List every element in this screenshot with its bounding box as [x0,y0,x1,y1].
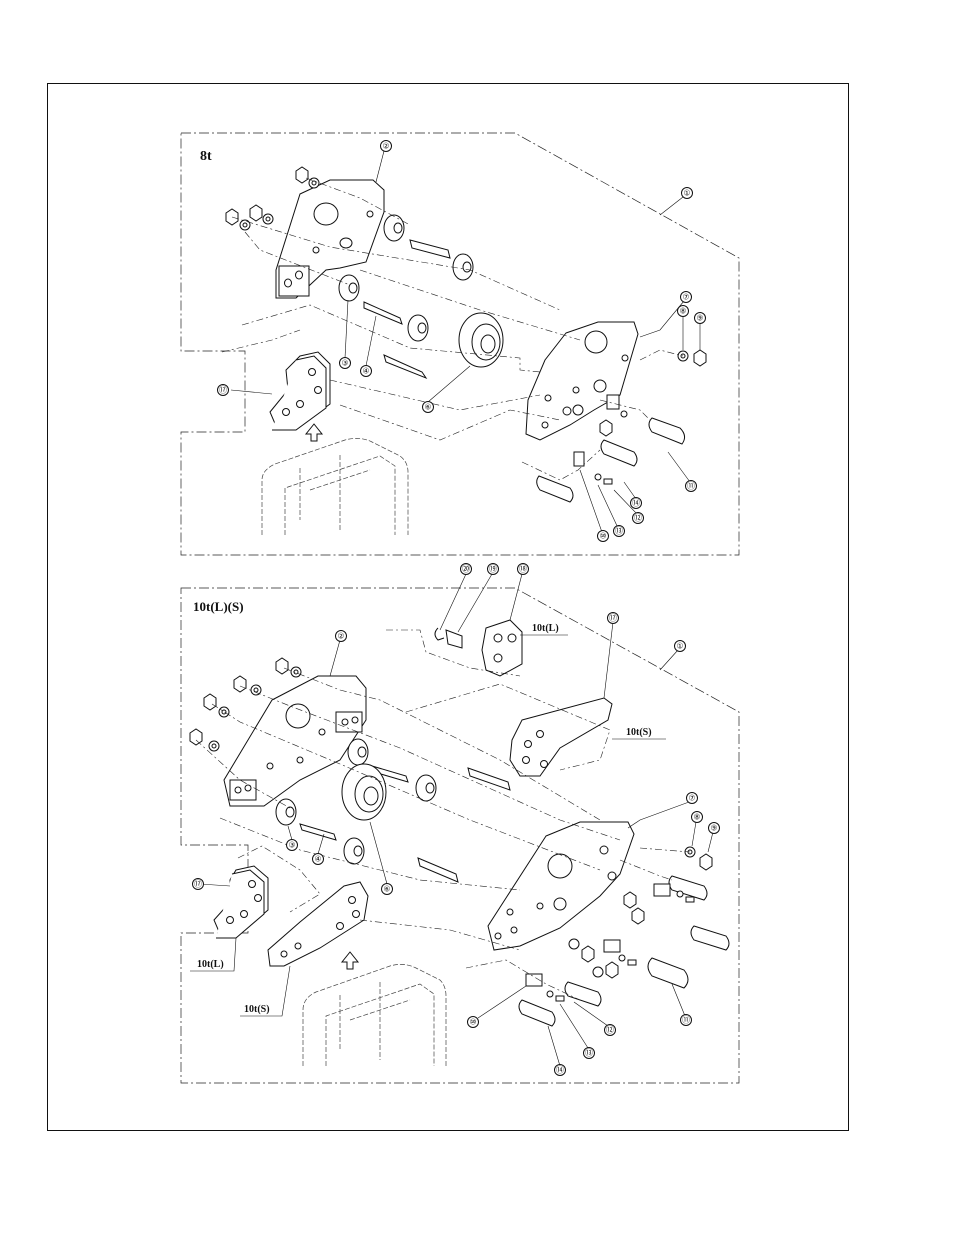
plate-7 [526,322,638,440]
variant-label-10tS-left: 10t(S) [244,1004,270,1015]
variant-label-10tL-top: 10t(L) [532,623,559,634]
up-arrow [306,424,322,441]
callout-2: ② [336,631,347,642]
callout-11: ⑪ [681,1015,692,1026]
svg-text:③: ③ [288,841,295,850]
svg-text:①: ① [683,189,690,198]
callout-9: ⑨ [695,313,706,324]
callout-4: ④ [361,366,372,377]
svg-text:⑦: ⑦ [688,794,695,803]
plate-7-10t [488,822,634,950]
callout-1: ① [682,188,693,199]
svg-text:⑭: ⑭ [556,1066,564,1075]
svg-text:⑨: ⑨ [696,314,703,323]
svg-text:④: ④ [314,855,321,864]
callout-12: ⑫ [633,513,644,524]
callout-17-left: ⑰ [193,879,204,890]
callout-18: ⑱ [518,564,529,575]
up-arrow [342,952,358,969]
machine-outline-10t [303,964,446,1066]
svg-text:⑱: ⑱ [519,565,527,574]
svg-text:⑥: ⑥ [383,885,390,894]
callout-20: ⑳ [461,564,472,575]
callout-11: ⑪ [686,481,697,492]
variant-labels: 10t(L) 10t(S) 10t(L) 10t(S) [190,623,666,1016]
callout-6: ⑥ [423,402,434,413]
svg-text:⑲: ⑲ [489,565,497,574]
svg-text:⑰: ⑰ [609,614,617,623]
svg-text:⑰: ⑰ [219,386,227,395]
diagram-10t: 10t(L)(S) [181,564,739,1084]
callout-leaders-10t [200,574,713,1066]
plate-2 [276,180,384,298]
svg-text:⑳: ⑳ [462,565,470,574]
callout-8: ⑧ [678,306,689,317]
callout-3: ③ [287,840,298,851]
callout-19: ⑲ [488,564,499,575]
svg-text:⑧: ⑧ [693,813,700,822]
callout-6: ⑥ [382,884,393,895]
callout-17: ⑰ [218,385,229,396]
callout-4: ④ [313,854,324,865]
variant-label-10tS-top: 10t(S) [626,727,652,738]
svg-text:①: ① [676,642,683,651]
callout-13: ⑬ [584,1048,595,1059]
bracket-10tS-left [268,882,368,966]
svg-text:⑧: ⑧ [679,307,686,316]
diagram-title-10t: 10t(L)(S) [193,599,244,614]
svg-text:⑫: ⑫ [606,1026,614,1035]
variant-label-10tL-left: 10t(L) [197,959,224,970]
svg-text:②: ② [382,142,389,151]
svg-text:⑬: ⑬ [585,1049,593,1058]
svg-text:⑫: ⑫ [634,514,642,523]
callout-2: ② [381,141,392,152]
callout-1: ① [675,641,686,652]
svg-text:⑬: ⑬ [615,527,623,536]
callout-9: ⑨ [709,823,720,834]
callout-7: ⑦ [681,292,692,303]
diagram-8t: 8t [181,133,739,555]
callout-14: ⑭ [631,498,642,509]
callout-10: ⑩ [468,1017,479,1028]
svg-text:⑰: ⑰ [194,880,202,889]
svg-text:⑪: ⑪ [682,1016,690,1025]
svg-text:⑪: ⑪ [687,482,695,491]
svg-text:⑦: ⑦ [682,293,689,302]
svg-text:⑩: ⑩ [469,1018,476,1027]
callout-8: ⑧ [692,812,703,823]
callout-3: ③ [340,358,351,369]
sprocket-6-10t [342,764,386,820]
svg-text:⑥: ⑥ [424,403,431,412]
svg-text:⑩: ⑩ [599,532,606,541]
subassembly-10tL-top [435,620,522,676]
callout-12: ⑫ [605,1025,616,1036]
diagram-title-8t: 8t [200,149,212,164]
svg-text:④: ④ [362,367,369,376]
bracket-17-s-top [510,698,612,776]
sprocket-6 [459,313,503,367]
callout-10: ⑩ [598,531,609,542]
machine-outline-8t [262,438,408,535]
callout-14: ⑭ [555,1065,566,1076]
svg-text:②: ② [337,632,344,641]
callout-17-right: ⑰ [608,613,619,624]
callout-13: ⑬ [614,526,625,537]
callout-7: ⑦ [687,793,698,804]
svg-text:⑨: ⑨ [710,824,717,833]
svg-text:⑭: ⑭ [632,499,640,508]
bracket-17-10tL [214,866,268,938]
svg-text:③: ③ [341,359,348,368]
bracket-17 [270,352,330,430]
